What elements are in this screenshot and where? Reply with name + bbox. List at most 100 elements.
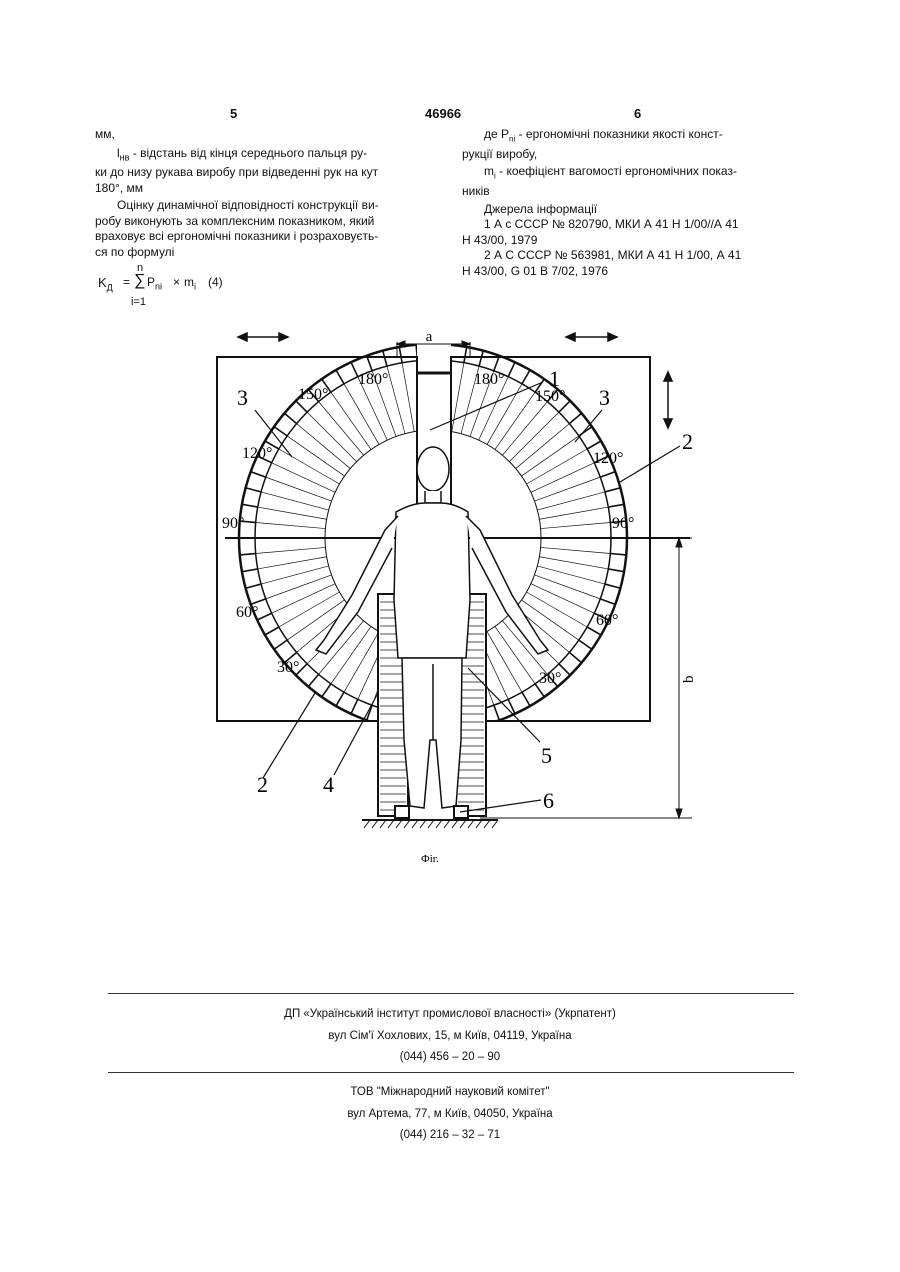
- scale-tick: [284, 413, 296, 423]
- callout-2-right: 2: [682, 429, 693, 454]
- callout-6: 6: [543, 788, 554, 813]
- scale-tick: [351, 362, 358, 377]
- figure-drawing: a b 180° 150° 120° 90° 60° 30° 180° 150°…: [0, 0, 900, 880]
- scale-tick: [449, 345, 450, 361]
- scale-spoke: [452, 363, 464, 432]
- scale-tick: [600, 599, 615, 604]
- scale-tick: [242, 504, 258, 507]
- scale-tick: [569, 413, 581, 423]
- person-figure: [316, 447, 548, 808]
- scale-spoke: [272, 463, 335, 493]
- ground-hatching: [364, 820, 498, 828]
- scale-tick: [605, 488, 620, 492]
- angle-label-left-180: 180°: [358, 371, 388, 388]
- scale-tick: [610, 554, 626, 555]
- foot-block-left: [395, 806, 409, 818]
- legs: [402, 658, 462, 808]
- scale-tick: [464, 347, 467, 363]
- hatch-line: [388, 820, 394, 828]
- scale-tick: [608, 569, 624, 572]
- scale-tick: [383, 351, 387, 366]
- scale-spoke: [537, 566, 605, 584]
- scale-spoke: [272, 584, 335, 614]
- angle-label-right-120: 120°: [593, 450, 623, 467]
- scale-spoke: [534, 575, 600, 599]
- hatch-line: [460, 820, 466, 828]
- footer-divider-2: [108, 1072, 794, 1073]
- hatch-line: [452, 820, 458, 828]
- dimension-a: [397, 341, 470, 357]
- hatch-line: [380, 820, 386, 828]
- angle-label-left-90: 90°: [222, 515, 244, 532]
- angle-label-right-30: 30°: [539, 670, 561, 687]
- scale-spoke: [387, 366, 405, 434]
- footer-phone-1: (044) 456 – 20 – 90: [0, 1051, 900, 1063]
- scale-tick: [605, 584, 620, 588]
- scale-spoke: [261, 566, 329, 584]
- footer-org-1: ДП «Український інститут промислової вла…: [0, 1008, 900, 1020]
- scale-spoke: [307, 412, 356, 461]
- scale-tick: [608, 504, 624, 507]
- scale-spoke: [258, 507, 327, 519]
- hatch-line: [428, 820, 434, 828]
- scale-tick: [257, 613, 272, 620]
- hatch-line: [404, 820, 410, 828]
- scale-spoke: [537, 492, 605, 510]
- dimension-b-label: b: [681, 676, 697, 684]
- scale-spoke: [509, 412, 558, 461]
- scale-spoke: [261, 492, 329, 510]
- hatch-line: [436, 820, 442, 828]
- scale-tick: [274, 640, 287, 649]
- scale-tick: [522, 692, 530, 706]
- hatch-line: [468, 820, 474, 828]
- hatch-line: [444, 820, 450, 828]
- scale-tick: [351, 699, 358, 714]
- scale-tick: [569, 652, 581, 662]
- torso: [394, 503, 470, 658]
- scale-tick: [479, 351, 483, 366]
- hatch-line: [372, 820, 378, 828]
- scale-tick: [579, 640, 592, 649]
- scale-spoke: [417, 361, 423, 431]
- scale-spoke: [442, 361, 448, 431]
- scale-tick: [600, 472, 615, 477]
- scale-tick: [587, 441, 601, 449]
- callout-5: 5: [541, 743, 552, 768]
- scale-spoke: [442, 361, 448, 431]
- scale-tick: [308, 674, 318, 686]
- scale-spoke: [539, 557, 608, 569]
- hatch-line: [396, 820, 402, 828]
- angle-label-left-30: 30°: [277, 659, 299, 676]
- footer-address-1: вул Сім'ї Хохлових, 15, м Київ, 04119, У…: [0, 1030, 900, 1042]
- hatch-line: [476, 820, 482, 828]
- scale-tick: [508, 699, 515, 714]
- angle-label-right-60: 60°: [596, 612, 618, 629]
- callout-1: 1: [549, 366, 560, 391]
- scale-spoke: [266, 575, 332, 599]
- dimension-b: [480, 538, 692, 818]
- scale-spoke: [266, 477, 332, 501]
- scale-spoke: [417, 361, 423, 431]
- callout-3-left: 3: [237, 385, 248, 410]
- scale-spoke: [539, 507, 608, 519]
- head: [417, 447, 449, 491]
- scale-tick: [246, 584, 261, 588]
- footer-address-2: вул Артема, 77, м Київ, 04050, Україна: [0, 1108, 900, 1120]
- scale-tick: [336, 370, 344, 384]
- scale-tick: [449, 345, 450, 361]
- scale-spoke: [541, 522, 611, 528]
- scale-tick: [522, 370, 530, 384]
- scale-tick: [399, 347, 402, 363]
- scale-tick: [251, 472, 266, 477]
- angle-label-left-60: 60°: [236, 604, 258, 621]
- footer-divider-1: [108, 993, 794, 994]
- scale-spoke: [402, 363, 414, 432]
- neck: [425, 491, 441, 503]
- footer-org-2: ТОВ "Міжнародний науковий комітет": [0, 1086, 900, 1098]
- scale-tick: [265, 627, 279, 635]
- scale-spoke: [258, 557, 327, 569]
- dimension-a-label: a: [426, 329, 433, 345]
- hatch-line: [484, 820, 490, 828]
- scale-tick: [336, 692, 344, 706]
- scale-spoke: [256, 522, 326, 528]
